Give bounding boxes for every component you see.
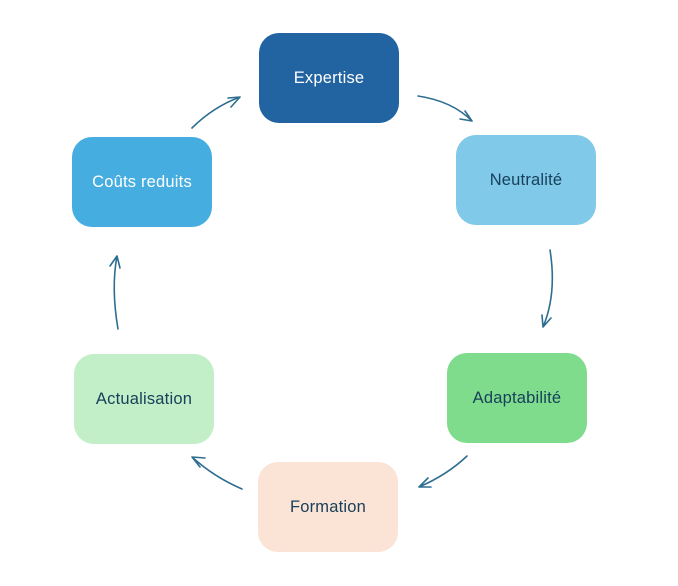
- node-couts-reduits-label: Coûts reduits: [92, 172, 192, 191]
- node-expertise-label: Expertise: [293, 68, 365, 87]
- arrow-formation-to-actualisation: [191, 456, 243, 490]
- arrow-adaptabilite-to-formation: [418, 455, 468, 488]
- arrow-expertise-to-neutralite: [417, 95, 473, 122]
- node-neutralite: Neutralité: [456, 135, 596, 225]
- node-adaptabilite-label: Adaptabilité: [472, 388, 562, 407]
- node-neutralite-label: Neutralité: [489, 170, 563, 189]
- arrow-couts-reduits-to-expertise: [191, 96, 241, 129]
- node-actualisation-label: Actualisation: [95, 389, 193, 408]
- node-actualisation: Actualisation: [74, 354, 214, 444]
- node-formation-label: Formation: [289, 497, 367, 516]
- node-adaptabilite: Adaptabilité: [447, 353, 587, 443]
- arrow-actualisation-to-couts-reduits: [109, 255, 121, 330]
- node-expertise: Expertise: [259, 33, 399, 123]
- node-couts-reduits: Coûts reduits: [72, 137, 212, 227]
- arrow-neutralite-to-adaptabilite: [541, 249, 554, 328]
- node-formation: Formation: [258, 462, 398, 552]
